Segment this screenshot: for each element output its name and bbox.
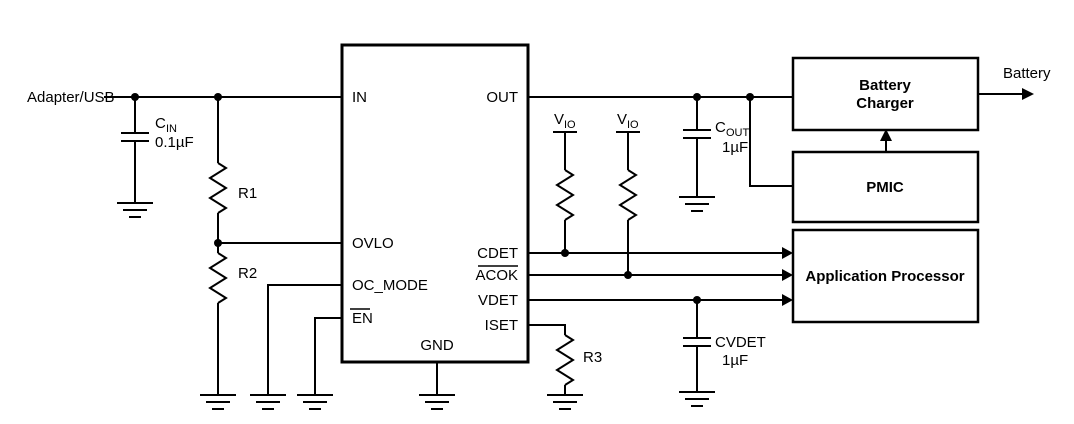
capacitor-plates (683, 337, 711, 347)
acok-arrowhead (782, 269, 793, 281)
input-section: Adapter/USB (27, 89, 342, 106)
capacitor-cin: C IN 0.1µF (117, 97, 194, 218)
pmic-block: PMIC (791, 150, 980, 224)
cvdet-value: 1µF (722, 352, 748, 369)
wire (314, 317, 342, 395)
capacitor-plates (121, 132, 149, 142)
iset-network: R3 (528, 324, 602, 410)
pmic-feed-wire (749, 97, 793, 187)
pin-label-in: IN (352, 89, 367, 106)
capacitor-plates (683, 129, 711, 139)
pmic-outline (791, 150, 980, 224)
application-processor-block: Application Processor (791, 228, 980, 324)
ground-symbol (117, 202, 153, 218)
pmic-to-charger-arrow (880, 129, 892, 152)
en-tie (297, 317, 342, 410)
ground-symbol (200, 394, 236, 410)
pin-label-gnd: GND (420, 337, 454, 354)
vio-label-sub: IO (627, 119, 639, 131)
vio-label-sub: IO (564, 119, 576, 131)
out-rail (528, 93, 793, 187)
pullup-resistor-body (618, 169, 638, 221)
vio-pullup-cdet: V IO (553, 111, 577, 257)
resistor-r3-body (555, 334, 575, 386)
ground-symbol (679, 196, 715, 212)
ic-outline (340, 43, 530, 364)
battery-charger-label-line1: Battery (859, 77, 911, 94)
pin-label-oc-mode: OC_MODE (352, 277, 428, 294)
battery-arrowhead (1022, 88, 1034, 100)
cout-label: C (715, 119, 726, 136)
ground-symbol (547, 394, 583, 410)
pmic-label: PMIC (866, 179, 904, 196)
input-label: Adapter/USB (27, 89, 115, 106)
cin-label: C (155, 115, 166, 132)
pin-label-ovlo: OVLO (352, 235, 394, 252)
pin-label-out: OUT (486, 89, 518, 106)
pin-label-cdet: CDET (477, 245, 518, 262)
battery-label: Battery (1003, 65, 1051, 82)
pin-label-iset: ISET (485, 317, 518, 334)
ic-block: IN OVLO OC_MODE EN GND OUT CDET ACOK VDE… (340, 43, 530, 410)
pullup-resistor-body (555, 169, 575, 221)
vio-label: V (617, 111, 627, 128)
cvdet-label: CVDET (715, 334, 766, 351)
r1-label: R1 (238, 185, 257, 202)
pin-label-en: EN (352, 310, 373, 327)
resistor-r1-body (208, 162, 228, 214)
battery-charger-outline (791, 56, 980, 132)
ground-symbol (297, 394, 333, 410)
ground-symbol (419, 394, 455, 410)
vio-label: V (554, 111, 564, 128)
cin-label-sub: IN (166, 123, 177, 135)
up-arrowhead (880, 129, 892, 141)
application-processor-label: Application Processor (805, 268, 964, 285)
vdet-arrowhead (782, 294, 793, 306)
r2-label: R2 (238, 265, 257, 282)
wire (267, 284, 342, 395)
r3-label: R3 (583, 349, 602, 366)
pin-label-acok: ACOK (475, 267, 518, 284)
pin-label-vdet: VDET (478, 292, 518, 309)
resistor-divider: R1 R2 (200, 97, 342, 410)
capacitor-cvdet: CVDET 1µF (679, 300, 766, 407)
ground-symbol (250, 394, 286, 410)
resistor-r2-body (208, 252, 228, 304)
battery-charger-block: Battery Charger (791, 56, 980, 132)
cout-value: 1µF (722, 139, 748, 156)
ground-symbol (679, 391, 715, 407)
application-processor-outline (791, 228, 980, 324)
cin-value: 0.1µF (155, 134, 194, 151)
capacitor-cout: C OUT 1µF (679, 97, 750, 212)
signal-lines (528, 247, 793, 306)
battery-charger-label-line2: Charger (856, 95, 914, 112)
iset-wire (528, 324, 566, 335)
battery-output: Battery (978, 65, 1051, 100)
cout-label-sub: OUT (726, 127, 750, 139)
cdet-arrowhead (782, 247, 793, 259)
oc-mode-tie (250, 284, 342, 410)
